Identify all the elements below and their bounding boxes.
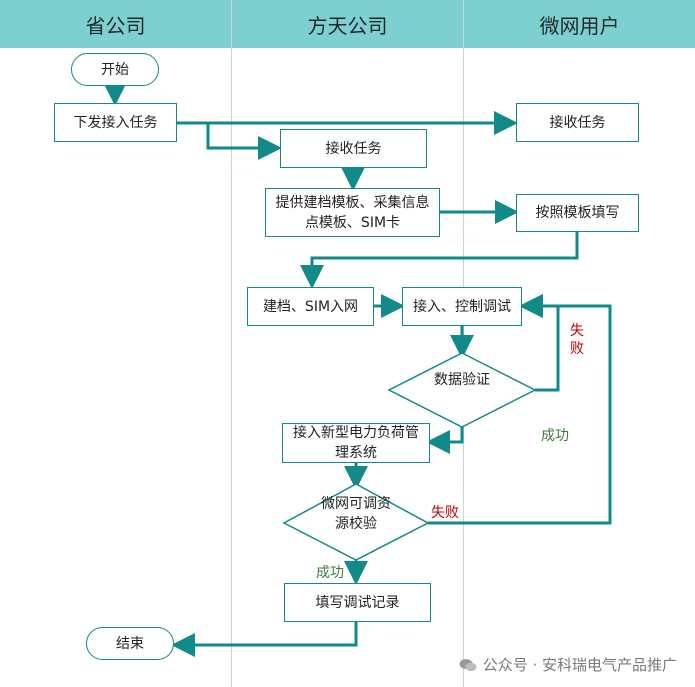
provide-templates-node: 提供建档模板、采集信息点模板、SIM卡 [265, 188, 440, 237]
data-verify-label: 数据验证 [434, 372, 490, 388]
microgrid-verify-diamond [282, 483, 430, 561]
ft-receive-task-node: 接收任务 [280, 129, 427, 168]
end-node: 结束 [86, 627, 174, 660]
watermark-text: 公众号 · 安科瑞电气产品推广 [482, 656, 677, 674]
fill-record-node: 填写调试记录 [284, 583, 431, 622]
lane-header-province: 省公司 [0, 0, 231, 48]
start-node: 开始 [71, 53, 159, 86]
watermark: 公众号 · 安科瑞电气产品推广 [459, 654, 677, 675]
arrow-record-to-end [171, 622, 358, 657]
data-verify-diamond [387, 352, 537, 428]
fail-label-2: 失败 [431, 505, 459, 521]
lane-header-microgrid: 微网用户 [463, 0, 695, 48]
microgrid-verify-label: 微网可调资源校验 [321, 496, 391, 532]
arrow-verify-success [426, 427, 464, 454]
success-label-1: 成功 [541, 428, 569, 444]
arrow-microgrid-fail-loop [428, 294, 612, 525]
access-system-node: 接入新型电力负荷管理系统 [282, 423, 430, 463]
success-label-2: 成功 [316, 565, 344, 581]
arrow-verify-fail-loop [519, 294, 560, 392]
lane-header-fangtian: 方天公司 [231, 0, 463, 48]
fail-label-1: 失败 [570, 323, 584, 357]
arrow-issue-to-ft-receive [206, 123, 282, 160]
wechat-icon [459, 658, 477, 671]
lane-divider [231, 48, 232, 687]
user-receive-task-node: 接收任务 [516, 103, 639, 142]
issue-task-node: 下发接入任务 [54, 103, 177, 142]
archive-sim-node: 建档、SIM入网 [247, 287, 374, 326]
fill-template-node: 按照模板填写 [516, 194, 639, 232]
access-debug-node: 接入、控制调试 [402, 287, 522, 326]
arrow-fill-to-archive [300, 232, 579, 289]
